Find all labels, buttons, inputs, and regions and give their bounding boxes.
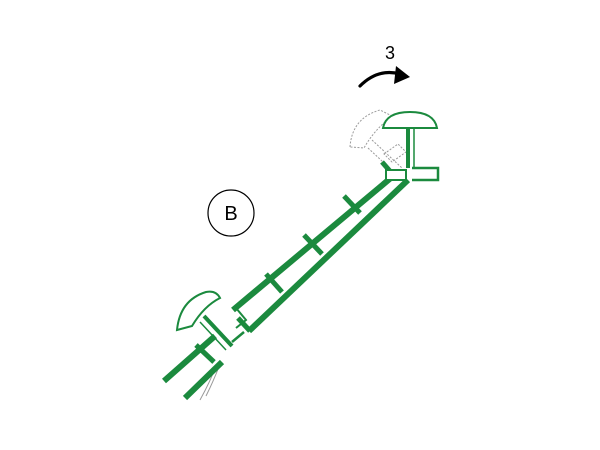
section-label: B	[224, 203, 237, 225]
section-label-badge: B	[207, 189, 255, 237]
clip-lower	[175, 290, 248, 351]
step-number: 3	[385, 43, 395, 63]
curved-arrow-icon	[358, 66, 410, 88]
clip-upper	[381, 110, 440, 182]
rail-assembly	[162, 160, 411, 401]
